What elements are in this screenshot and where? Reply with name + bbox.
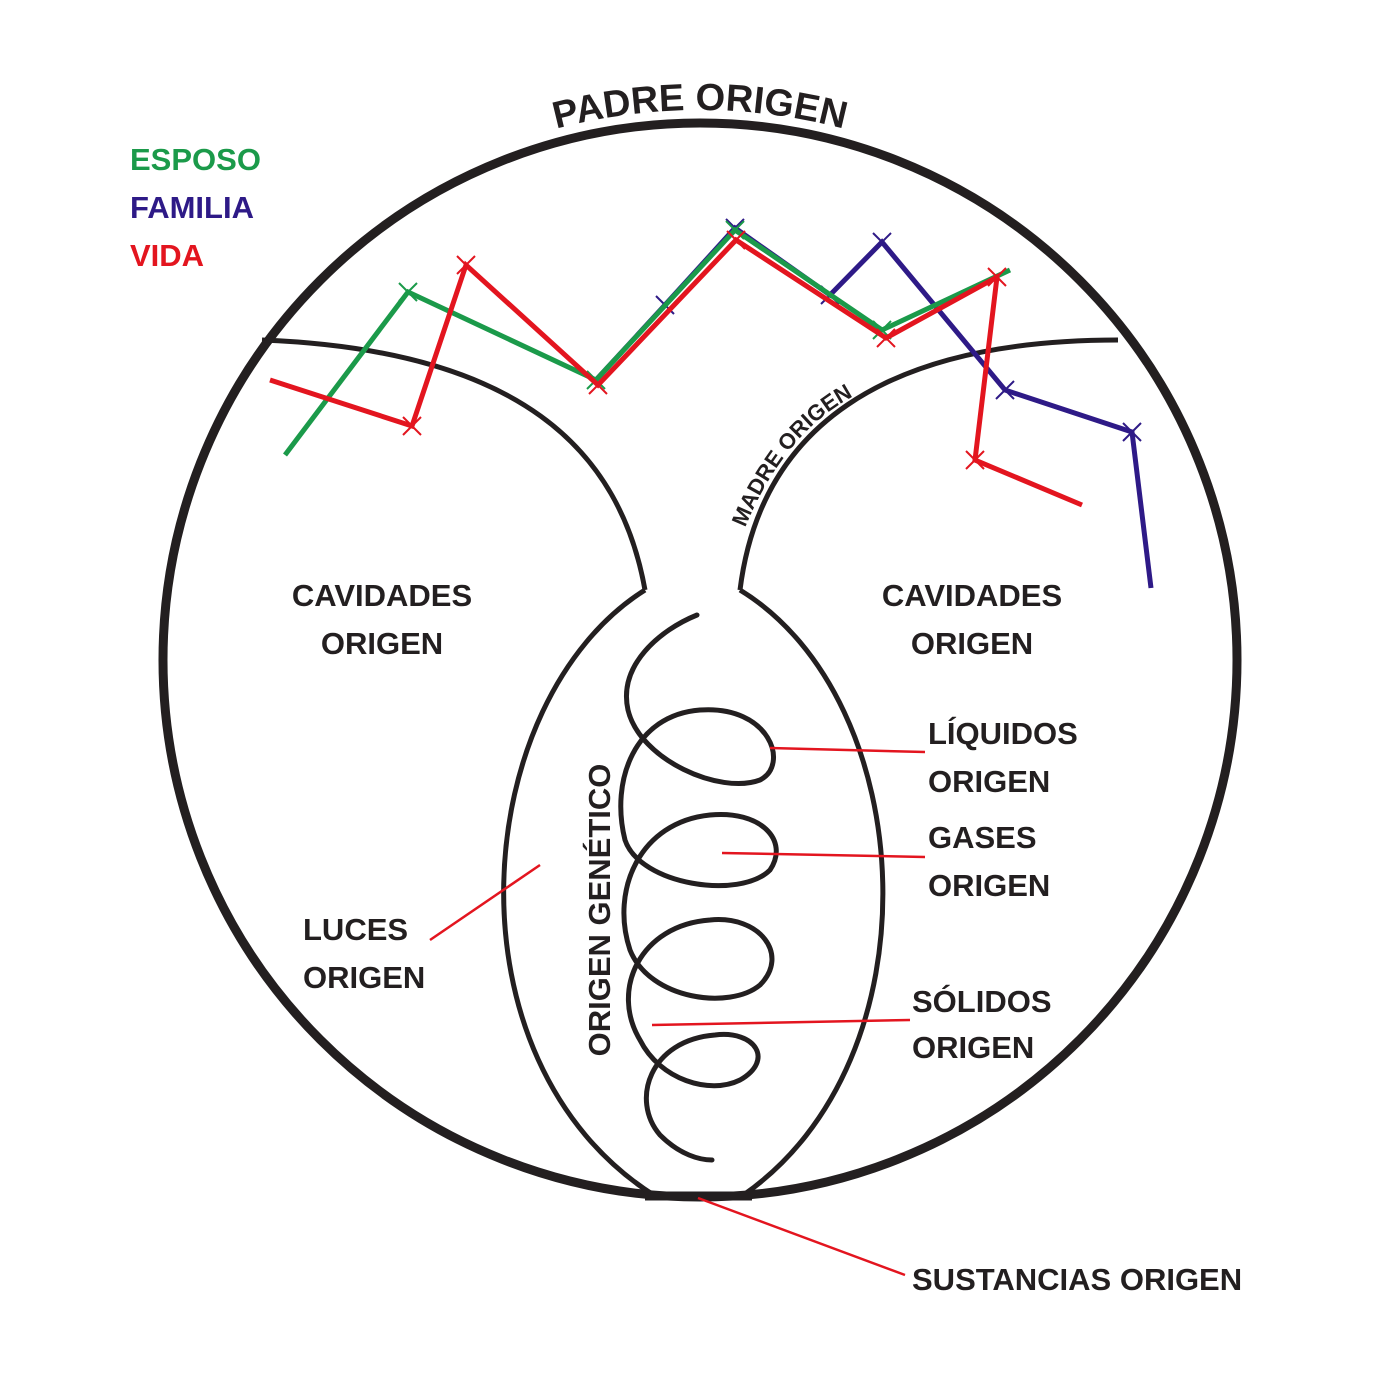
gases-line1: GASES xyxy=(928,820,1037,855)
line-series-layer xyxy=(269,218,1154,589)
luces-line1: LUCES xyxy=(303,912,408,947)
left-cavity-arc xyxy=(261,337,648,591)
legend-familia: FAMILIA xyxy=(130,190,254,225)
left-cavity-line1: CAVIDADES xyxy=(292,578,472,613)
leader-gases xyxy=(721,851,926,859)
leader-sustancias xyxy=(697,1196,906,1277)
madre-origen-label: MADRE ORIGEN xyxy=(727,379,856,530)
legend-vida: VIDA xyxy=(130,238,204,273)
legend-esposo: ESPOSO xyxy=(130,142,261,177)
vida-vertex-marker xyxy=(726,230,746,250)
sustancias-label: SUSTANCIAS ORIGEN xyxy=(912,1262,1242,1297)
gases-line2: ORIGEN xyxy=(928,868,1050,903)
right-cavity-line1: CAVIDADES xyxy=(882,578,1062,613)
genetic-label: ORIGEN GENÉTICO xyxy=(582,764,617,1057)
right-cavity-line2: ORIGEN xyxy=(911,626,1033,661)
luces-line2: ORIGEN xyxy=(303,960,425,995)
page-title: PADRE ORIGEN xyxy=(548,77,851,138)
solidos-line2: ORIGEN xyxy=(912,1030,1034,1065)
genetic-spiral xyxy=(618,612,779,1163)
genetic-lens-left xyxy=(501,587,657,1199)
familia-series-line xyxy=(594,224,1154,589)
vida-series-line xyxy=(269,236,1083,508)
liquidos-line2: ORIGEN xyxy=(928,764,1050,799)
esposo-series-line xyxy=(283,226,1012,457)
familia-vertex-marker xyxy=(872,232,892,252)
vida-vertex-marker xyxy=(456,255,476,275)
leader-liquidos xyxy=(769,746,926,754)
left-cavity-line2: ORIGEN xyxy=(321,626,443,661)
vida-vertex-marker xyxy=(965,450,985,470)
leader-luces xyxy=(429,863,541,942)
title-text: PADRE ORIGEN xyxy=(548,77,851,138)
familia-vertex-marker xyxy=(1122,422,1142,442)
vida-vertex-marker xyxy=(876,328,896,348)
vida-vertex-marker xyxy=(987,267,1007,287)
liquidos-line1: LÍQUIDOS xyxy=(928,716,1078,751)
madre-origen-text: MADRE ORIGEN xyxy=(727,379,856,530)
vida-vertex-marker xyxy=(402,416,422,436)
solidos-line1: SÓLIDOS xyxy=(912,983,1052,1019)
vida-vertex-marker xyxy=(588,375,608,395)
esposo-vertex-marker xyxy=(398,282,418,302)
leader-solidos xyxy=(651,1018,911,1027)
genetic-lens-right xyxy=(738,587,886,1199)
right-cavity-arc xyxy=(737,337,1119,591)
familia-vertex-marker xyxy=(995,380,1015,400)
